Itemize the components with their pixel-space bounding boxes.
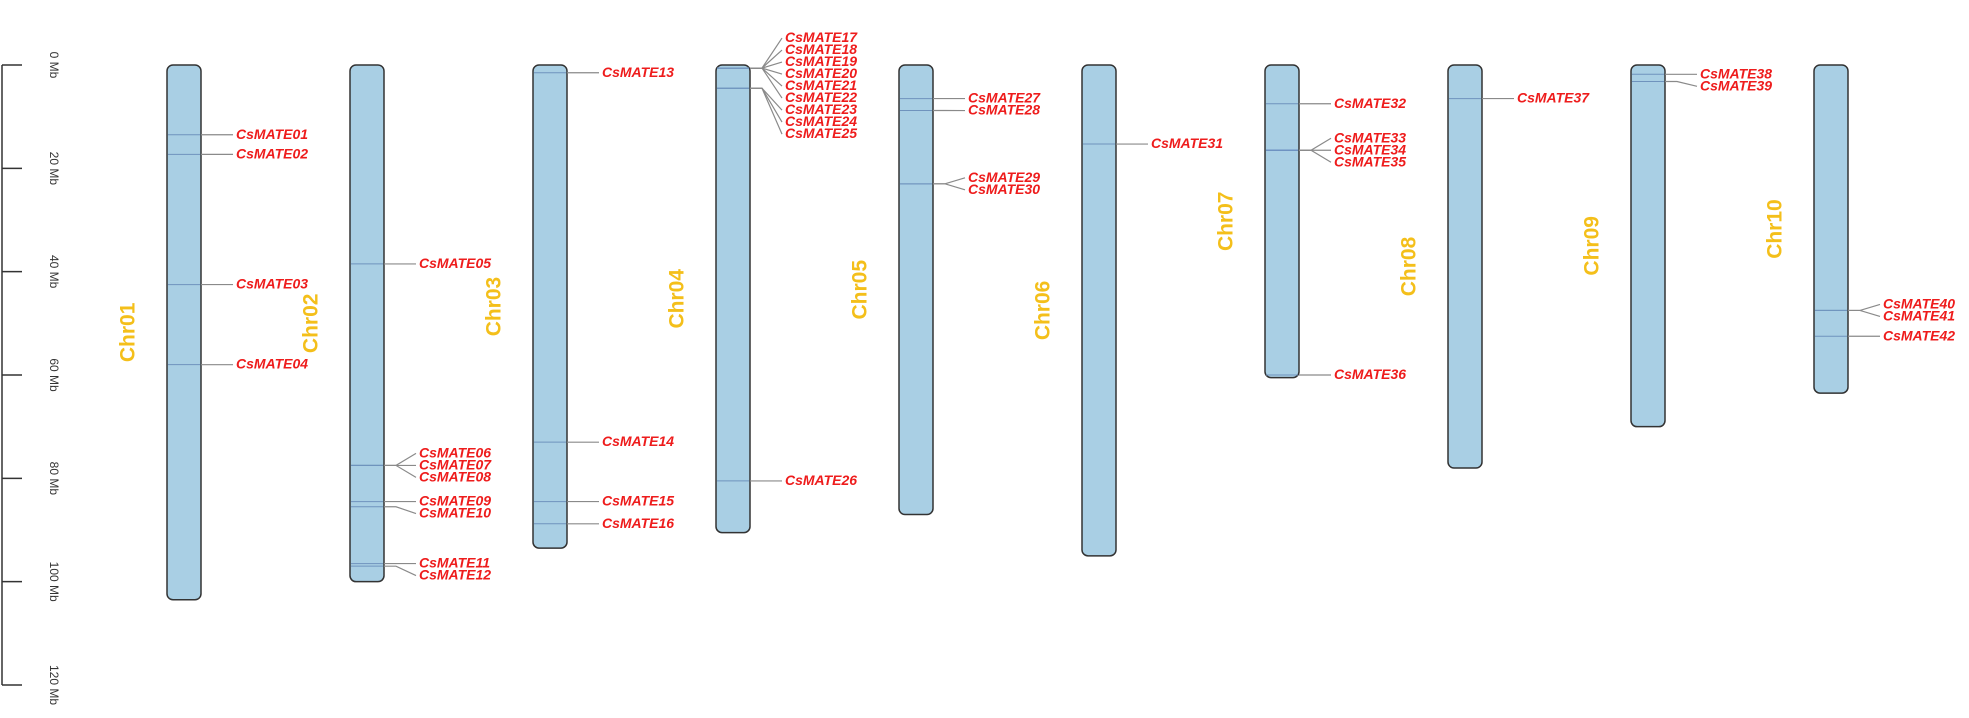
- gene-label: CsMATE13: [602, 64, 674, 80]
- gene-label: CsMATE14: [602, 433, 674, 449]
- scale-tick-label: 20 Mb: [47, 152, 61, 186]
- gene-label: CsMATE01: [236, 126, 308, 142]
- chromosome-label: Chr05: [849, 260, 872, 320]
- chromosome-body: [1813, 64, 1849, 394]
- gene-label: CsMATE09: [419, 493, 491, 509]
- chromosome-chr08: Chr08 CsMATE37: [1398, 64, 1590, 469]
- chromosome-label: Chr08: [1398, 236, 1421, 296]
- gene-label: CsMATE03: [236, 276, 308, 292]
- gene-label: CsMATE40: [1883, 295, 1955, 311]
- gene-connector: [750, 67, 783, 99]
- chromosome-label: Chr03: [483, 277, 506, 337]
- scale-tick-label: 40 Mb: [47, 255, 61, 289]
- gene-connector: [750, 87, 783, 135]
- gene-label: CsMATE27: [968, 90, 1041, 106]
- chromosome-label: Chr06: [1032, 281, 1055, 341]
- gene-label: CsMATE16: [602, 515, 674, 531]
- gene-label: CsMATE32: [1334, 95, 1406, 111]
- chromosome-body: [1447, 64, 1483, 469]
- chromosome-label: Chr09: [1581, 216, 1604, 276]
- gene-label: CsMATE12: [419, 567, 491, 583]
- gene-label: CsMATE19: [785, 53, 857, 69]
- gene-label: CsMATE39: [1700, 77, 1772, 93]
- gene-label: CsMATE21: [785, 77, 857, 93]
- gene-connector: [384, 464, 417, 478]
- chromosome-body: [715, 64, 751, 534]
- gene-label: CsMATE23: [785, 101, 857, 117]
- gene-connector: [1848, 309, 1881, 317]
- gene-connector: [750, 67, 783, 87]
- gene-label: CsMATE41: [1883, 307, 1955, 323]
- gene-connector: [933, 183, 966, 191]
- gene-label: CsMATE30: [968, 181, 1040, 197]
- gene-label: CsMATE31: [1151, 135, 1223, 151]
- gene-label: CsMATE18: [785, 41, 857, 57]
- gene-label: CsMATE11: [419, 555, 490, 571]
- gene-label: CsMATE35: [1334, 153, 1406, 169]
- gene-label: CsMATE36: [1334, 366, 1406, 382]
- scale-tick-label: 60 Mb: [47, 358, 61, 392]
- gene-label: CsMATE29: [968, 169, 1040, 185]
- gene-label: CsMATE26: [785, 472, 857, 488]
- gene-connector: [933, 177, 966, 185]
- gene-label: CsMATE15: [602, 493, 674, 509]
- chromosome-label: Chr02: [300, 294, 323, 354]
- gene-label: CsMATE24: [785, 113, 857, 129]
- gene-label: CsMATE28: [968, 102, 1040, 118]
- chromosome-body: [1081, 64, 1117, 557]
- gene-label: CsMATE22: [785, 89, 857, 105]
- gene-connector: [1665, 80, 1698, 87]
- chromosome-chr06: Chr06 CsMATE31: [1032, 64, 1223, 557]
- gene-label: CsMATE20: [785, 65, 857, 81]
- gene-label: CsMATE07: [419, 456, 492, 472]
- chromosomes: Chr01CsMATE01CsMATE02CsMATE03CsMATE04Chr…: [117, 29, 1955, 601]
- chromosome-body: [532, 64, 568, 549]
- gene-label: CsMATE05: [419, 255, 491, 271]
- gene-connector: [384, 565, 417, 577]
- chromosome-body: [166, 64, 202, 601]
- gene-label: CsMATE10: [419, 505, 491, 521]
- chromosome-chr04: Chr04CsMATE17CsMATE18CsMATE19CsMATE20CsM…: [666, 29, 858, 534]
- chromosome-chr02: Chr02 CsMATE05CsMATE06CsMATE07CsMATE08CsM…: [300, 64, 492, 583]
- scale-tick-label: 100 Mb: [47, 562, 61, 602]
- gene-label: CsMATE06: [419, 444, 491, 460]
- chromosome-label: Chr01: [117, 302, 140, 362]
- scale-tick-label: 120 Mb: [47, 665, 61, 705]
- gene-label: CsMATE04: [236, 356, 308, 372]
- chromosome-body: [349, 64, 385, 583]
- gene-connector: [1848, 303, 1881, 312]
- gene-label: CsMATE02: [236, 145, 308, 161]
- gene-connector: [1299, 149, 1332, 163]
- chromosome-body: [1264, 64, 1300, 379]
- gene-connector: [1299, 137, 1332, 151]
- gene-connector: [384, 506, 417, 515]
- gene-label: CsMATE37: [1517, 90, 1590, 106]
- gene-label: CsMATE08: [419, 468, 491, 484]
- scale-tick-label: 80 Mb: [47, 462, 61, 496]
- gene-label: CsMATE34: [1334, 141, 1406, 157]
- gene-label: CsMATE33: [1334, 129, 1406, 145]
- gene-label: CsMATE17: [785, 29, 858, 45]
- gene-label: CsMATE25: [785, 125, 857, 141]
- gene-connector: [384, 452, 417, 467]
- chromosome-label: Chr04: [666, 269, 689, 329]
- scale-tick-label: 0 Mb: [47, 52, 61, 79]
- chromosome-label: Chr07: [1215, 192, 1238, 252]
- gene-label: CsMATE38: [1700, 65, 1772, 81]
- chromosome-body: [1630, 64, 1666, 428]
- chromosome-chr07: Chr07 CsMATE32CsMATE33CsMATE34CsMATE35CsM…: [1215, 64, 1406, 382]
- gene-label: CsMATE42: [1883, 327, 1955, 343]
- chromosome-label: Chr10: [1764, 199, 1787, 259]
- chromosome-body: [898, 64, 934, 516]
- scale-bar: 0 Mb 20 Mb 40 Mb 60 Mb 80 Mb 100 Mb 120 Mb: [1, 52, 61, 705]
- gene-connector: [750, 49, 783, 69]
